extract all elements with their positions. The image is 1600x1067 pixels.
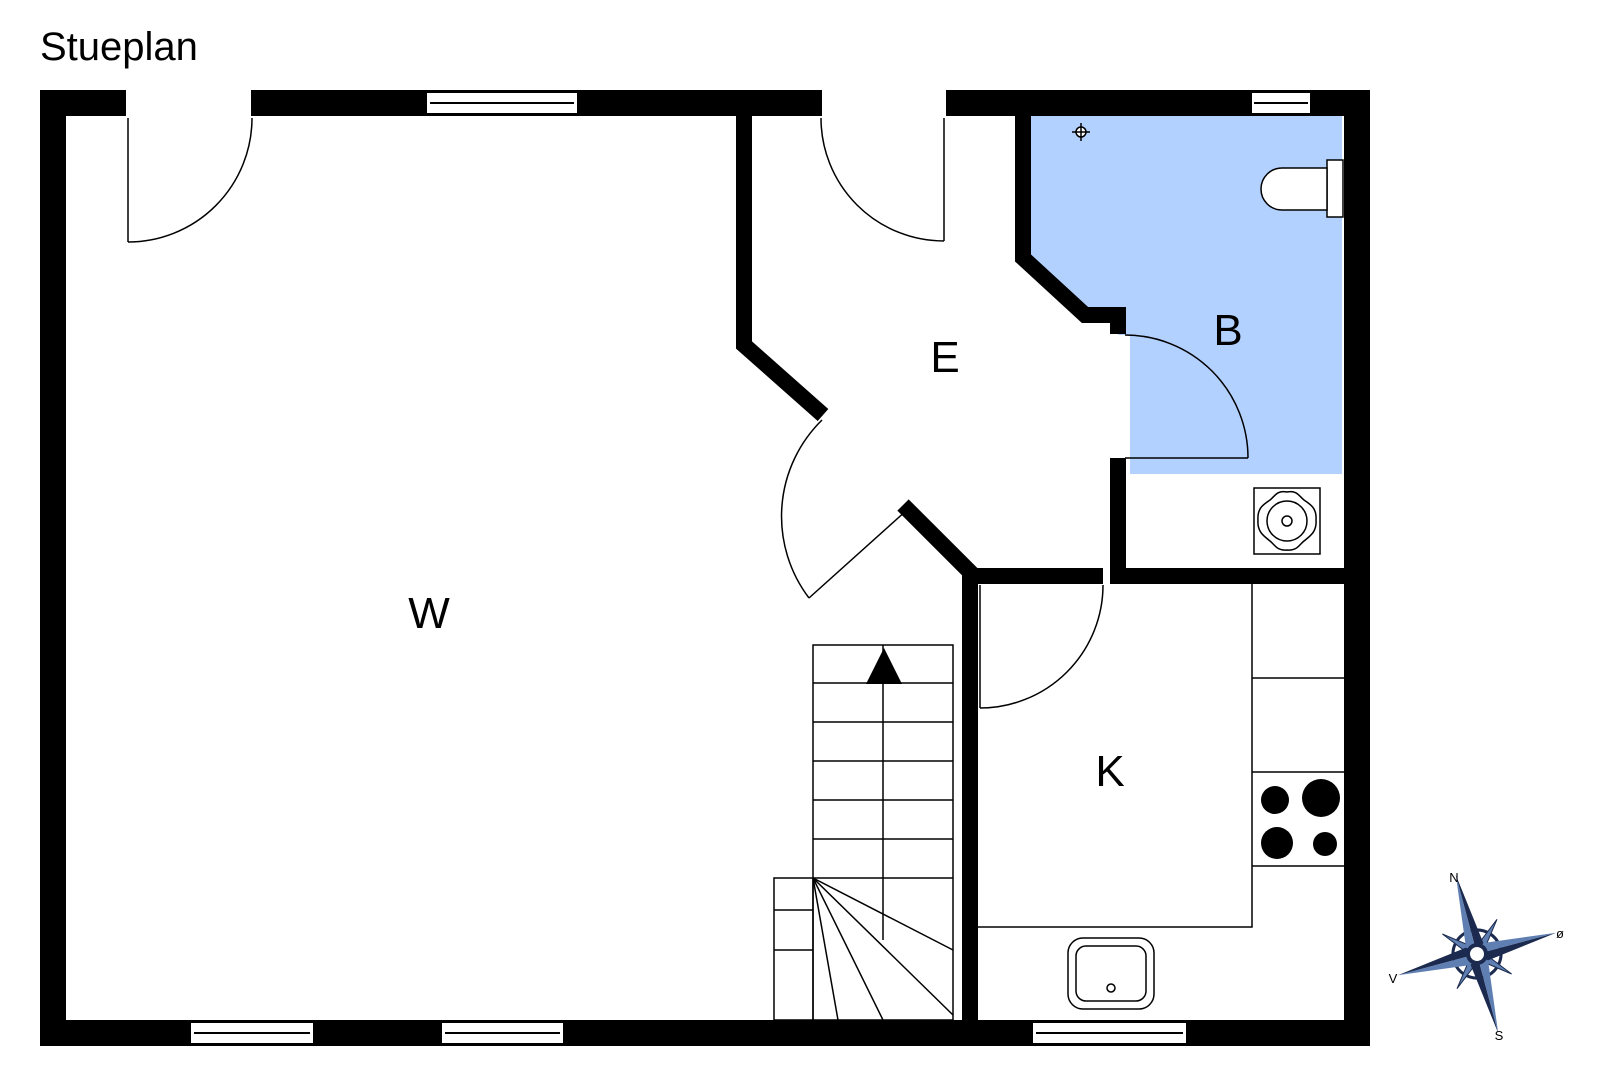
compass-east-label: ø bbox=[1556, 926, 1564, 941]
door-entry-top bbox=[820, 117, 945, 242]
room-label-e: E bbox=[930, 333, 959, 382]
room-label-w: W bbox=[408, 589, 450, 638]
plan-title: Stueplan bbox=[40, 25, 198, 69]
windows bbox=[189, 91, 1312, 1045]
floor-drain-icon bbox=[1072, 123, 1090, 141]
kitchen-sink-icon bbox=[1067, 937, 1155, 1010]
door-living-hall bbox=[780, 419, 908, 599]
wall-openings bbox=[126, 88, 946, 118]
window-top-2 bbox=[1250, 91, 1312, 115]
compass-rose-icon: N ø S V bbox=[1389, 870, 1564, 1043]
doors bbox=[127, 117, 1249, 709]
compass-west-label: V bbox=[1389, 971, 1398, 986]
door-kitchen bbox=[979, 584, 1104, 709]
staircase bbox=[773, 644, 954, 1021]
window-top-1 bbox=[425, 91, 579, 115]
bathroom-fixtures bbox=[1253, 159, 1344, 555]
door-bathroom bbox=[1124, 334, 1249, 459]
room-label-b: B bbox=[1213, 306, 1242, 355]
door-living-top bbox=[127, 117, 253, 243]
compass-south-label: S bbox=[1495, 1028, 1504, 1043]
window-bottom-2 bbox=[440, 1021, 565, 1045]
window-bottom-3 bbox=[1031, 1021, 1188, 1045]
kitchen-counter bbox=[970, 584, 1344, 928]
compass-north-label: N bbox=[1449, 870, 1458, 885]
toilet-icon bbox=[1260, 159, 1344, 218]
stair-direction-arrow-icon bbox=[866, 648, 902, 684]
interior-walls bbox=[736, 115, 1344, 1020]
room-label-k: K bbox=[1095, 747, 1124, 796]
bathroom-area bbox=[1031, 115, 1342, 474]
window-bottom-1 bbox=[189, 1021, 315, 1045]
stove-icon bbox=[1261, 779, 1340, 859]
washing-machine-icon bbox=[1253, 487, 1321, 555]
